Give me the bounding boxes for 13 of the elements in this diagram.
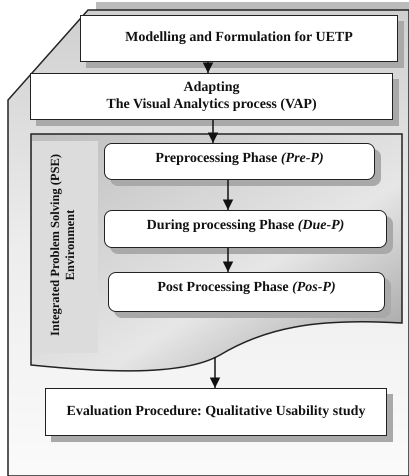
arrow (210, 357, 220, 388)
box-text: The Visual Analytics process (VAP) (106, 96, 317, 113)
box-heading: Adapting (183, 80, 240, 96)
arrow (208, 120, 218, 143)
arrow (222, 180, 234, 210)
environment-label: Integrated Problem Solving (PSE) Environment (48, 152, 78, 338)
arrow (202, 62, 214, 73)
box-text: Preprocessing Phase (Pre-P) (155, 151, 324, 168)
box-text: During processing Phase (Due-P) (146, 218, 344, 234)
box-text: Post Processing Phase (Pos-P) (157, 280, 336, 296)
arrow (222, 248, 234, 272)
box-text: Modelling and Formulation for UETP (125, 30, 353, 47)
box-text: Evaluation Procedure: Qualitative Usability study (66, 404, 366, 420)
